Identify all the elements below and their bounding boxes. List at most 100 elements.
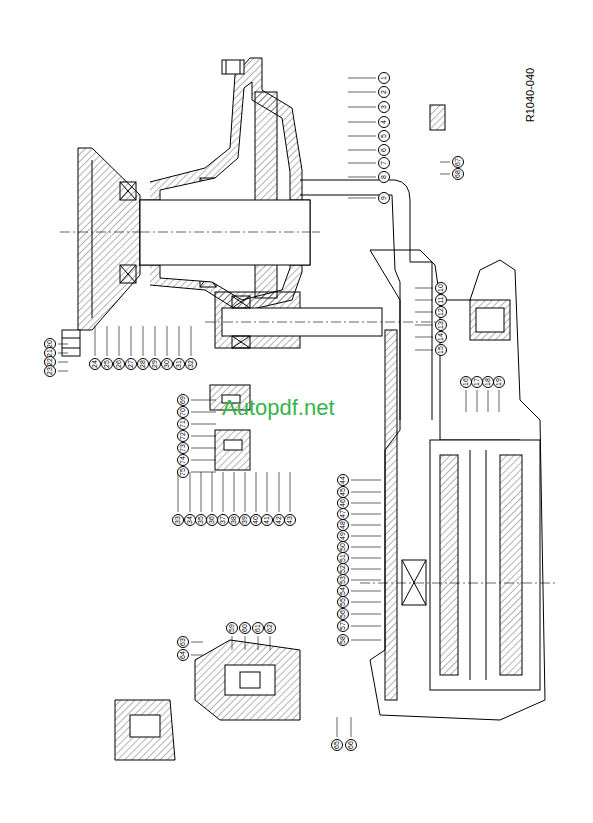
callout-number: 33 <box>172 514 184 526</box>
callout-number: 74 <box>177 454 189 466</box>
leader-line <box>191 472 216 473</box>
leader-line <box>191 460 216 461</box>
callout-number: 27 <box>125 358 137 370</box>
leader-line <box>348 122 376 123</box>
leader-line <box>348 78 376 79</box>
leader-line <box>234 472 235 512</box>
leader-line <box>191 642 203 643</box>
leader-line <box>440 174 450 175</box>
callout-number: 32 <box>185 358 197 370</box>
leader-line <box>245 636 246 650</box>
callout-number: 69 <box>177 394 189 406</box>
leader-line <box>440 162 450 163</box>
leader-line <box>270 636 271 650</box>
callout-number: 23 <box>44 365 56 377</box>
callout-number: 2 <box>378 86 390 98</box>
leader-line <box>191 436 216 437</box>
leader-line <box>351 558 381 559</box>
leader-line <box>348 198 376 199</box>
callout-number: 4 <box>378 116 390 128</box>
leader-line <box>131 326 132 356</box>
callout-number: 68 <box>452 168 464 180</box>
callout-number: 70 <box>177 406 189 418</box>
callout-number: 28 <box>137 358 149 370</box>
leader-line <box>488 390 489 412</box>
leader-line <box>351 640 381 641</box>
leader-line <box>415 288 433 289</box>
leader-line <box>107 326 108 356</box>
leader-line <box>348 177 376 178</box>
leader-line <box>267 472 268 512</box>
callout-number: 66 <box>345 739 357 751</box>
callout-number: 13 <box>435 319 447 331</box>
leader-line <box>58 362 68 363</box>
leader-line <box>212 472 213 512</box>
leader-line <box>258 636 259 650</box>
leader-line <box>415 350 433 351</box>
leader-line <box>351 503 381 504</box>
leader-line <box>351 569 381 570</box>
callout-number: 59 <box>226 622 238 634</box>
leader-line <box>348 136 376 137</box>
housing-outline <box>60 58 555 760</box>
leader-line <box>466 390 467 412</box>
leader-line <box>351 547 381 548</box>
leader-line <box>245 472 246 512</box>
leader-line <box>119 326 120 356</box>
callout-number: 30 <box>161 358 173 370</box>
leader-line <box>351 717 352 737</box>
callout-number: 63 <box>177 636 189 648</box>
callout-number: 10 <box>435 282 447 294</box>
drawing-number: R1040-040 <box>524 68 536 122</box>
callout-number: 71 <box>177 418 189 430</box>
leader-line <box>351 602 381 603</box>
callout-number: 26 <box>113 358 125 370</box>
callout-number: 9 <box>378 192 390 204</box>
leader-line <box>232 636 233 650</box>
leader-line <box>223 472 224 512</box>
leader-line <box>348 150 376 151</box>
callout-number: 55 <box>337 596 349 608</box>
leader-line <box>415 325 433 326</box>
callout-number: 67 <box>452 156 464 168</box>
leader-line <box>351 492 381 493</box>
callout-number: 43 <box>284 514 296 526</box>
leader-line <box>58 371 68 372</box>
callout-number: 14 <box>435 331 447 343</box>
callout-number: 3 <box>378 101 390 113</box>
callout-number: 61 <box>252 622 264 634</box>
leader-line <box>58 344 68 345</box>
leader-line <box>290 472 291 512</box>
callout-number: 65 <box>331 739 343 751</box>
leader-line <box>351 514 381 515</box>
leader-line <box>351 525 381 526</box>
leader-line <box>279 472 280 512</box>
leader-line <box>351 536 381 537</box>
leader-line <box>351 591 381 592</box>
leader-line <box>95 326 96 356</box>
callout-number: 12 <box>435 306 447 318</box>
callout-number: 60 <box>239 622 251 634</box>
callout-number: 56 <box>337 608 349 620</box>
leader-line <box>337 717 338 737</box>
leader-line <box>415 300 433 301</box>
leader-line <box>58 353 68 354</box>
callout-number: 58 <box>337 634 349 646</box>
leader-line <box>167 326 168 356</box>
callout-number: 24 <box>89 358 101 370</box>
leader-line <box>477 390 478 412</box>
callout-number: 8 <box>378 171 390 183</box>
leader-line <box>351 626 381 627</box>
watermark: Autopdf.net <box>222 395 335 421</box>
leader-line <box>143 326 144 356</box>
leader-line <box>351 580 381 581</box>
callout-number: 44 <box>337 474 349 486</box>
leader-line <box>191 400 216 401</box>
leader-line <box>190 472 191 512</box>
leader-line <box>499 390 500 412</box>
leader-line <box>415 337 433 338</box>
leader-line <box>256 472 257 512</box>
callout-number: 29 <box>149 358 161 370</box>
callout-number: 15 <box>435 344 447 356</box>
callout-number: 1 <box>378 72 390 84</box>
